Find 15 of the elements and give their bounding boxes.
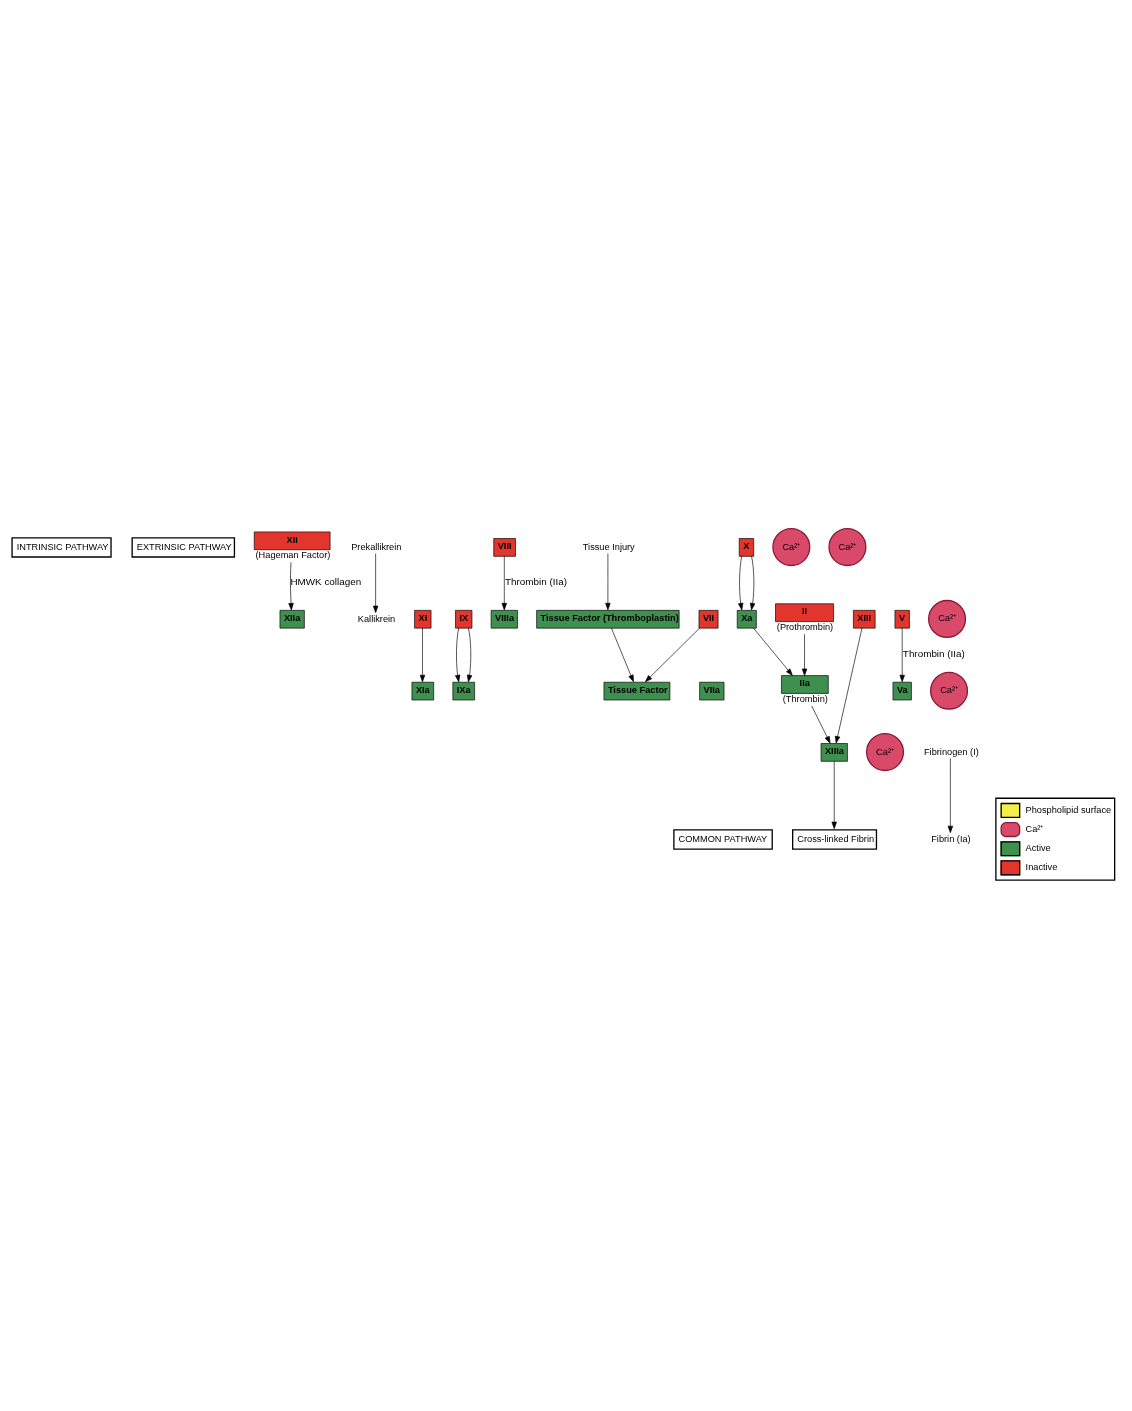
edge-label: Thrombin (IIa) [902,647,965,659]
legend-label: Inactive [1025,861,1058,872]
node-label: (Hageman Factor) [255,549,331,560]
node-label: (Prothrombin) [776,621,834,632]
node-label: (Thrombin) [782,693,828,704]
node-text: Prekallikrein [351,541,402,552]
legend-label: Phospholipid surface [1025,804,1112,815]
legend-label: Active [1025,842,1051,853]
node-text: Fibrinogen (I) [923,746,979,757]
edge-label: Thrombin (IIa) [504,575,567,587]
edge-label: HMWK collagen [290,575,362,587]
node-text: Kallikrein [357,613,396,624]
node-text: Tissue Injury [582,541,635,552]
legend-label: Ca²⁺ [1025,823,1044,834]
node-text: Fibrin (Ia) [931,833,971,844]
